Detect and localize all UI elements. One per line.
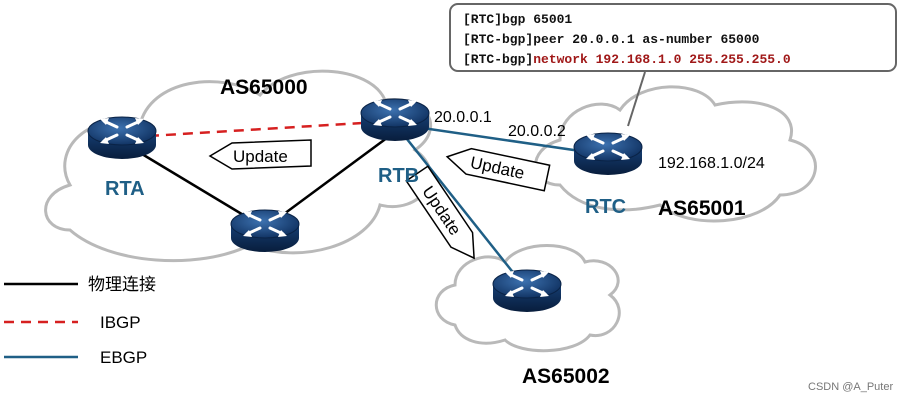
config-line-1: [RTC]bgp 65001 — [463, 12, 573, 27]
router-icon-mid[interactable] — [229, 208, 301, 254]
rtc-peer-ip: 20.0.0.2 — [508, 123, 566, 140]
as65002-label: AS65002 — [522, 365, 610, 388]
callout-pointer — [627, 71, 646, 127]
watermark: CSDN @A_Puter — [808, 381, 893, 393]
config-line-3-prefix: [RTC-bgp] — [463, 52, 534, 67]
ibgp-link-rta-rtb — [131, 119, 396, 139]
router-icon-rta[interactable] — [86, 115, 158, 161]
update-label-rtb-to-rta: Update — [233, 147, 288, 166]
update-arrow-rtc-to-rtb: Update — [445, 147, 551, 192]
legend-ibgp-label: IBGP — [100, 313, 141, 332]
config-network-command: network 192.168.1.0 255.255.255.0 — [533, 52, 791, 67]
rta-label: RTA — [105, 178, 145, 200]
as65001-label: AS65001 — [658, 197, 746, 220]
as65000-label: AS65000 — [220, 76, 308, 99]
router-icon-rtb[interactable] — [359, 97, 431, 143]
config-callout: [RTC]bgp 65001 [RTC-bgp]peer 20.0.0.1 as… — [449, 3, 897, 72]
legend: 物理连接 IBGP EBGP — [4, 275, 156, 367]
rtc-label: RTC — [585, 196, 626, 218]
rtb-peer-ip: 20.0.0.1 — [434, 109, 492, 126]
rtc-network-label: 192.168.1.0/24 — [658, 155, 765, 172]
router-icon-as65002[interactable] — [491, 268, 563, 314]
ebgp-link-rtb-as65002 — [394, 123, 528, 291]
legend-ebgp-label: EBGP — [100, 348, 147, 367]
cloud-as65001 — [534, 85, 817, 223]
config-line-3: [RTC-bgp]network 192.168.1.0 255.255.255… — [463, 50, 895, 70]
legend-physical-label: 物理连接 — [88, 275, 156, 294]
router-icon-rtc[interactable] — [572, 131, 644, 177]
config-line-2: [RTC-bgp]peer 20.0.0.1 as-number 65000 — [463, 32, 760, 47]
ebgp-link-rtb-rtc — [394, 122, 609, 157]
update-arrow-rtb-to-rta: Update — [208, 139, 312, 170]
rtb-label: RTB — [378, 165, 419, 187]
